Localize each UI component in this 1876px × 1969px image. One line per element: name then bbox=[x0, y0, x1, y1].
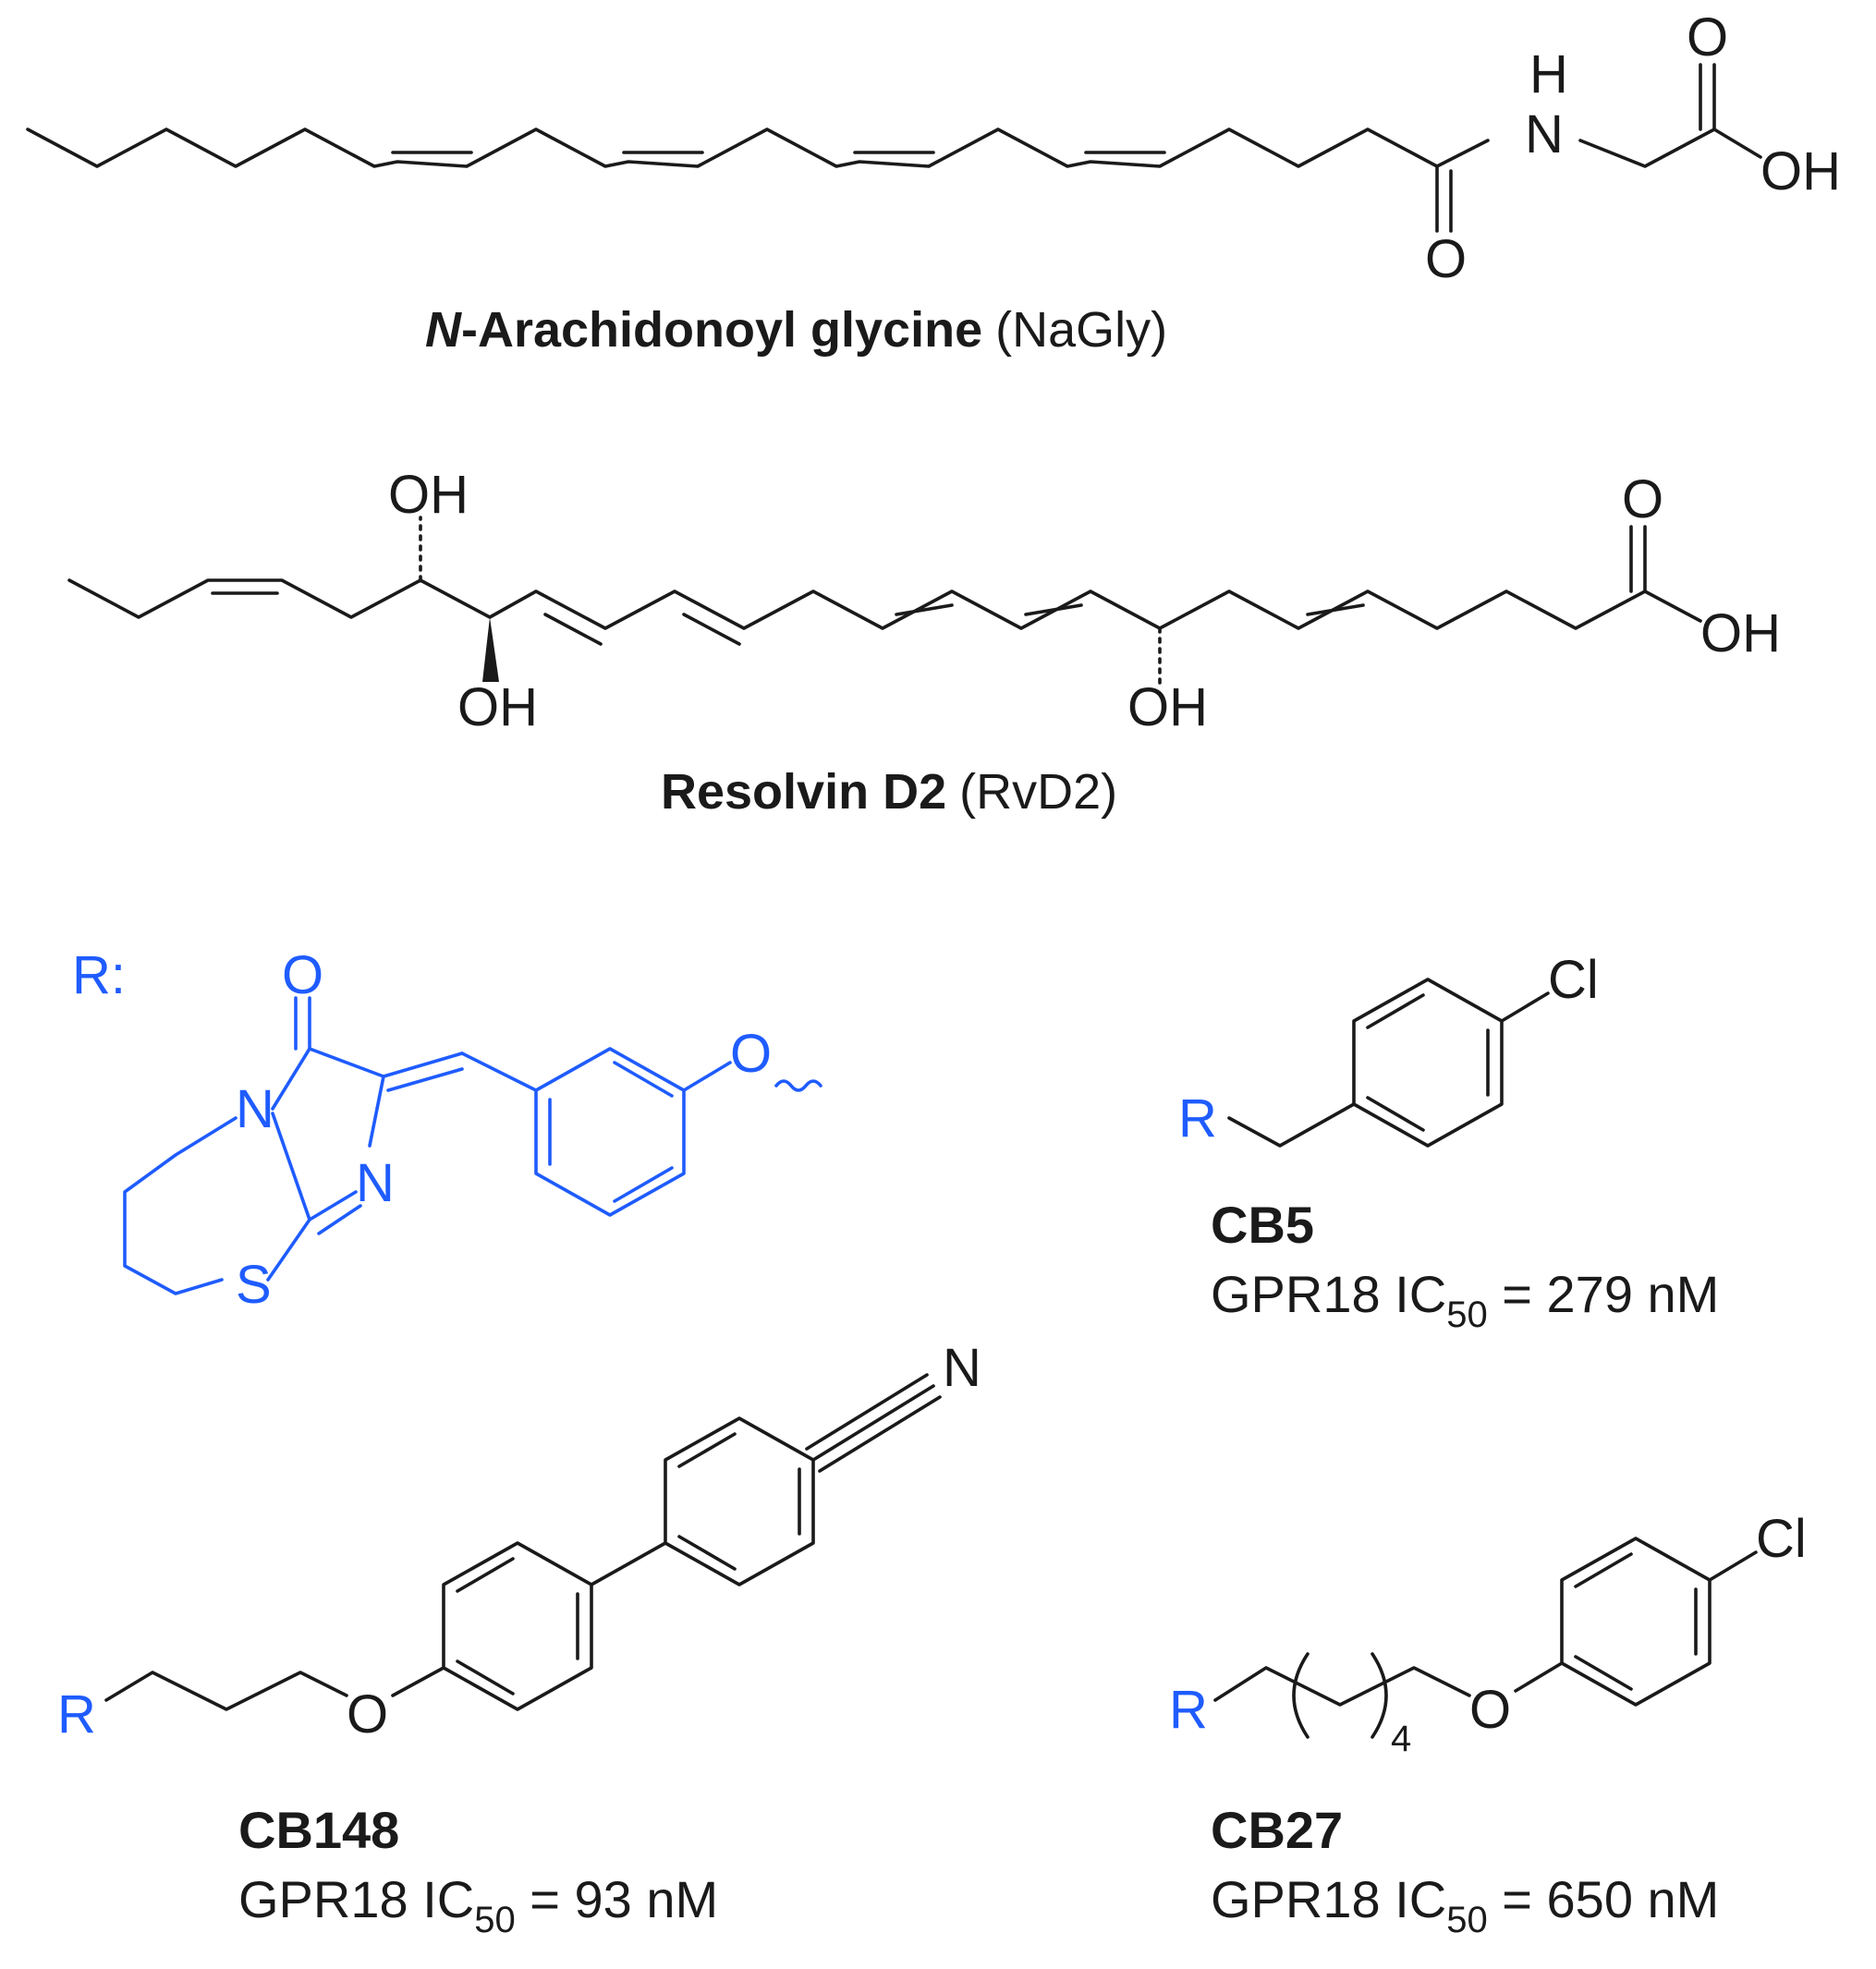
r-phenyl-db2 bbox=[613, 1061, 674, 1098]
r-n-co-bond bbox=[271, 1047, 311, 1111]
cb27-cl: Cl bbox=[1756, 1509, 1807, 1569]
naglY-name: N-Arachidonoyl glycine(NaGly) bbox=[425, 302, 1167, 358]
rvd2-oh-acid: OH bbox=[1700, 603, 1781, 663]
cb148-ph1-db1 bbox=[456, 1557, 515, 1593]
cb27-o: O bbox=[1469, 1680, 1511, 1740]
cb5-phenyl bbox=[1352, 978, 1504, 1148]
cb27-ic50: GPR18 IC50 = 650 nM bbox=[1211, 1870, 1719, 1940]
cb5-ph-db3 bbox=[1366, 1096, 1425, 1132]
r-exo-2 bbox=[386, 1067, 464, 1092]
rvd2-db6 bbox=[1306, 603, 1365, 616]
rvd2-db2 bbox=[543, 613, 603, 646]
rvd2-o-acid: O bbox=[1622, 469, 1663, 529]
cb148-linker bbox=[104, 1671, 348, 1711]
r-attachment-wavy bbox=[774, 1079, 822, 1092]
cb5-cl: Cl bbox=[1548, 950, 1599, 1010]
cb27-name: CB27 bbox=[1211, 1801, 1343, 1859]
cb27-paren-right bbox=[1370, 1652, 1388, 1739]
cb148-phenyl-2 bbox=[664, 1416, 815, 1586]
r-vinyl-ph bbox=[460, 1051, 538, 1092]
r-ph-o-bond bbox=[682, 1061, 732, 1092]
r-cn-double-1 bbox=[308, 1190, 358, 1222]
r-s-c-bond bbox=[266, 1218, 311, 1282]
cb148-o-ph-bond bbox=[391, 1666, 445, 1697]
cb148-n: N bbox=[943, 1338, 981, 1398]
r-o-link: O bbox=[730, 1024, 772, 1084]
r-co-c-bond bbox=[308, 1047, 385, 1078]
cb148-cn-2 bbox=[805, 1373, 929, 1451]
r-c-n-bond bbox=[368, 1075, 385, 1148]
cb148-structure: R O N CB148 GPR18 IC50 = 93 nM bbox=[57, 1338, 981, 1940]
r-phenyl-db3 bbox=[613, 1166, 674, 1203]
cb27-o-ph-bond bbox=[1514, 1661, 1564, 1693]
cb27-paren-left bbox=[1292, 1652, 1310, 1739]
naglY-chain bbox=[26, 128, 1490, 168]
cb27-repeat: 4 bbox=[1391, 1719, 1411, 1759]
r-n-c-bond bbox=[271, 1112, 311, 1222]
cb27-r: R bbox=[1169, 1680, 1208, 1740]
cb148-name: CB148 bbox=[238, 1801, 399, 1859]
r-n1: N bbox=[236, 1079, 274, 1139]
rvd2-acid-oh-bond bbox=[1643, 589, 1702, 623]
rvd2-oh-mid: OH bbox=[1127, 677, 1208, 737]
cb148-o: O bbox=[347, 1684, 388, 1744]
cb148-ph2-db1 bbox=[677, 1432, 737, 1468]
rvd2-chain bbox=[67, 578, 1647, 630]
naglY-acid-oh-bond bbox=[1712, 128, 1762, 159]
naglY-oh: OH bbox=[1760, 141, 1841, 201]
cb148-cn-1 bbox=[811, 1384, 935, 1462]
rvd2-oh-top: OH bbox=[388, 465, 469, 525]
cb148-phenyl-1 bbox=[442, 1541, 593, 1711]
rvd2-db4 bbox=[895, 603, 954, 616]
cb5-name: CB5 bbox=[1211, 1196, 1314, 1254]
r-phenyl bbox=[534, 1047, 686, 1217]
cb5-ch2 bbox=[1227, 1102, 1356, 1148]
cb27-phenyl bbox=[1560, 1537, 1712, 1707]
cb148-ic50: GPR18 IC50 = 93 nM bbox=[238, 1870, 718, 1940]
rvd2-db5 bbox=[1024, 603, 1083, 616]
cb27-cl-bond bbox=[1708, 1550, 1758, 1582]
rvd2-structure: OH OH OH O OH Resolvin D2(RvD2) bbox=[67, 465, 1781, 820]
cb27-structure: R 4 O Cl CB27 GPR18 IC50 = 650 nM bbox=[1169, 1509, 1807, 1940]
cb27-chain bbox=[1213, 1666, 1471, 1707]
r-s: S bbox=[236, 1255, 272, 1315]
cb5-cl-bond bbox=[1500, 991, 1550, 1023]
r-group-structure: R: O N N S O bbox=[72, 945, 822, 1315]
r-exo-1 bbox=[382, 1051, 464, 1078]
cb148-biaryl bbox=[590, 1541, 667, 1586]
cb148-cn-3 bbox=[818, 1395, 942, 1473]
r-o-carbonyl: O bbox=[282, 945, 323, 1005]
cb148-ph1-db3 bbox=[456, 1659, 515, 1696]
rvd2-oh-left: OH bbox=[457, 677, 538, 737]
cb148-r: R bbox=[57, 1684, 96, 1744]
naglY-n: N bbox=[1525, 104, 1564, 164]
r-thiazine-ring bbox=[123, 1116, 238, 1295]
cb5-ic50: GPR18 IC50 = 279 nM bbox=[1211, 1265, 1719, 1335]
cb5-r: R bbox=[1178, 1088, 1217, 1149]
cb5-ph-db1 bbox=[1366, 993, 1425, 1029]
naglY-o-amide: O bbox=[1425, 229, 1467, 289]
naglY-structure: O OH H N O N-Arachidonoyl glycine(NaGly) bbox=[26, 7, 1841, 358]
rvd2-db3 bbox=[682, 613, 741, 646]
rvd2-oh-left-wedge bbox=[482, 617, 499, 682]
naglY-gly-chain bbox=[1578, 128, 1716, 168]
r-cn-double-2 bbox=[317, 1204, 362, 1235]
rvd2-name: Resolvin D2(RvD2) bbox=[661, 764, 1117, 820]
naglY-o-top: O bbox=[1687, 7, 1728, 67]
cb27-ph-db1 bbox=[1574, 1552, 1633, 1588]
cb27-ph-db3 bbox=[1574, 1655, 1633, 1691]
r-n2: N bbox=[356, 1153, 395, 1213]
r-group-label: R: bbox=[72, 945, 126, 1005]
cb148-ph2-db3 bbox=[677, 1535, 737, 1571]
cb5-structure: R Cl CB5 GPR18 IC50 = 279 nM bbox=[1178, 950, 1719, 1335]
naglY-h: H bbox=[1529, 44, 1568, 104]
